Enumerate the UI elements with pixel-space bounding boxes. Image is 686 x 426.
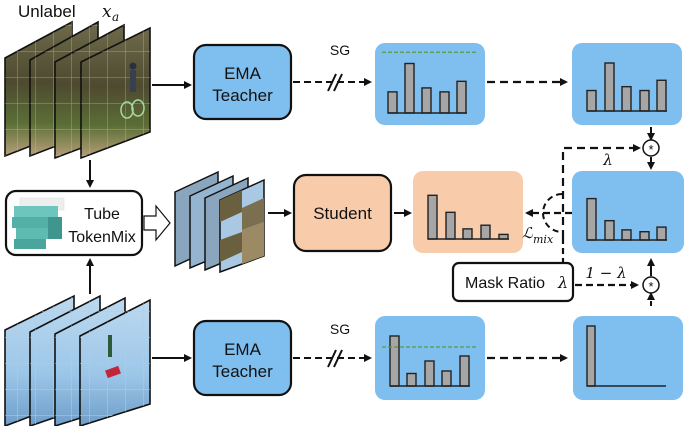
tube-tokenmix-box: Tube TokenMix <box>4 189 144 257</box>
hist-bar <box>586 197 597 241</box>
ema-teacher-bottom-line2: Teacher <box>212 362 273 381</box>
mixed-video-frames <box>174 170 265 274</box>
top-input-sub: a <box>112 10 119 24</box>
hist-bar <box>639 89 650 112</box>
hist-bar <box>604 62 615 112</box>
hist-panel-background <box>572 43 682 125</box>
student-label: Student <box>313 204 372 223</box>
sg-label-top: SG <box>330 42 350 58</box>
video-frame <box>219 178 265 274</box>
ema-teacher-top-box: EMA Teacher <box>192 43 293 121</box>
hist-bar <box>462 228 473 240</box>
hist-panel-top-teacher <box>375 43 485 125</box>
mix-operator-bottom-symbol: * <box>648 279 653 294</box>
student-box: Student <box>292 173 393 253</box>
hist-bar <box>445 211 456 240</box>
hist-bar <box>441 370 452 387</box>
hist-bar <box>621 229 632 241</box>
ema-teacher-top-line2: Teacher <box>212 86 273 105</box>
mix-operator-bottom: * <box>642 276 660 294</box>
sg-label-bottom: SG <box>330 321 350 337</box>
ema-teacher-bottom-line1: EMA <box>224 340 262 359</box>
loss-sub: mix <box>533 233 554 246</box>
lambda-path <box>561 144 641 238</box>
hist-bar <box>456 80 467 114</box>
hist-bar <box>656 226 667 241</box>
hist-bar <box>586 89 597 112</box>
top-input-label: Unlabel <box>18 2 76 21</box>
hist-panel-mixed-target <box>572 171 684 253</box>
hist-bar <box>424 360 435 387</box>
ema-teacher-top-line1: EMA <box>224 64 262 83</box>
mask-ratio-label: Mask Ratio <box>465 275 545 292</box>
stop-gradient-icon <box>327 349 343 368</box>
mask-ratio-box: Mask Ratio λ <box>451 261 575 303</box>
lambda-label: λ <box>602 151 613 169</box>
mix-operator-top-symbol: * <box>648 142 653 157</box>
loss-arc <box>542 193 563 233</box>
hist-bar <box>621 85 632 112</box>
hist-bar <box>480 224 491 240</box>
video-frame <box>79 298 151 426</box>
hist-bar <box>406 372 417 387</box>
hist-bar <box>656 79 667 112</box>
stop-gradient-icon <box>327 73 343 92</box>
hist-panel-background <box>413 171 523 253</box>
hist-panel-background <box>572 171 684 253</box>
hist-bar <box>639 231 650 241</box>
hist-bar <box>586 325 596 387</box>
mix-operator-top: * <box>642 139 660 157</box>
tokenmix-label-line2: TokenMix <box>68 229 136 246</box>
ema-teacher-bottom-box: EMA Teacher <box>192 319 293 397</box>
hist-panel-student-prediction <box>413 171 523 253</box>
hist-bar <box>459 355 470 387</box>
hollow-arrow-icon <box>143 204 171 242</box>
hist-panel-background <box>375 316 485 400</box>
tokenmix-label-line1: Tube <box>84 206 120 223</box>
unlabeled-video-frames <box>4 20 151 160</box>
hist-panel-bottom-teacher <box>375 316 485 400</box>
hist-bar <box>421 87 432 114</box>
one-minus-lambda-label: 1 − λ <box>585 264 626 282</box>
hist-bar <box>387 91 398 114</box>
video-frame <box>80 26 151 160</box>
hist-bar <box>604 219 615 241</box>
hist-panel-background <box>573 316 683 400</box>
mask-ratio-lambda: λ <box>557 273 568 292</box>
hist-panel-bottom-onehot <box>573 316 683 400</box>
tube-cube-icon <box>12 197 65 249</box>
top-input-var: x <box>102 2 112 22</box>
hist-bar <box>427 194 438 240</box>
hist-bar <box>389 335 400 387</box>
hist-bar <box>404 62 415 114</box>
hist-panel-top-teacher-copy <box>572 43 682 125</box>
loss-script: ℒ <box>522 224 534 242</box>
hist-bar <box>439 91 450 114</box>
labeled-video-frames <box>4 294 151 426</box>
